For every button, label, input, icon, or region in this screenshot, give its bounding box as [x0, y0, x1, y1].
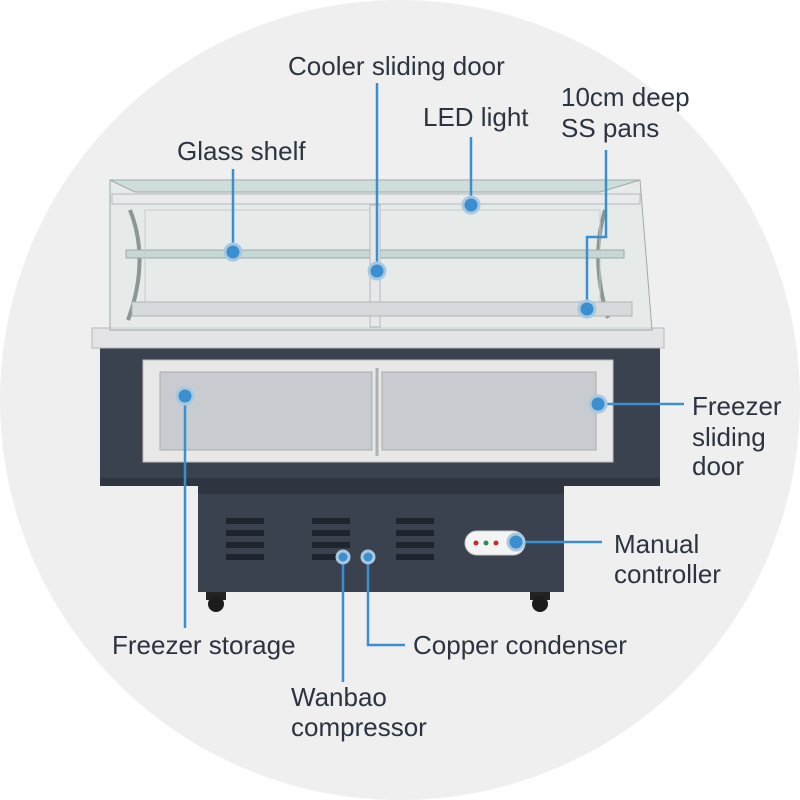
label-freezer-door-line3: door	[692, 451, 744, 481]
dot-glass-shelf	[223, 242, 243, 262]
vent-grille-middle	[312, 518, 350, 560]
callout-lines	[183, 83, 684, 682]
label-led-light: LED light	[423, 102, 529, 132]
label-ss-pans-line2: SS pans	[561, 113, 659, 143]
vent-grille-right	[396, 518, 434, 560]
label-freezer-door-line1: Freezer	[692, 391, 782, 421]
dot-cooler-door	[367, 261, 387, 281]
label-compressor-line2: compressor	[291, 712, 427, 742]
dot-led	[461, 195, 481, 215]
callout-dots	[175, 195, 608, 565]
caster-wheel-right	[530, 592, 550, 612]
label-freezer-door-line2: sliding	[692, 422, 766, 452]
label-cooler-sliding-door: Cooler sliding door	[288, 51, 505, 81]
caster-wheel-left	[206, 592, 226, 612]
label-freezer-storage: Freezer storage	[112, 630, 296, 660]
callout-line-condenser	[366, 557, 405, 647]
label-manual-controller-line1: Manual	[614, 529, 699, 559]
callout-line-ss-pans	[585, 150, 608, 309]
label-copper-condenser: Copper condenser	[413, 630, 627, 660]
freezer-sliding-doors	[142, 359, 614, 463]
label-compressor-line1: Wanbao	[291, 682, 387, 712]
label-manual-controller-line2: controller	[614, 559, 721, 589]
top-rim	[91, 327, 665, 349]
label-ss-pans-line1: 10cm deep	[561, 82, 690, 112]
glass-display	[109, 179, 653, 331]
dot-freezer-door	[588, 394, 608, 414]
dot-freezer-storage	[175, 386, 195, 406]
dot-ss-pans	[577, 299, 597, 319]
ss-pans	[131, 301, 633, 317]
label-glass-shelf: Glass shelf	[177, 136, 306, 166]
dot-controller	[506, 532, 526, 552]
vent-grille-left	[226, 518, 264, 560]
dot-compressor	[335, 549, 351, 565]
dot-condenser	[360, 549, 376, 565]
